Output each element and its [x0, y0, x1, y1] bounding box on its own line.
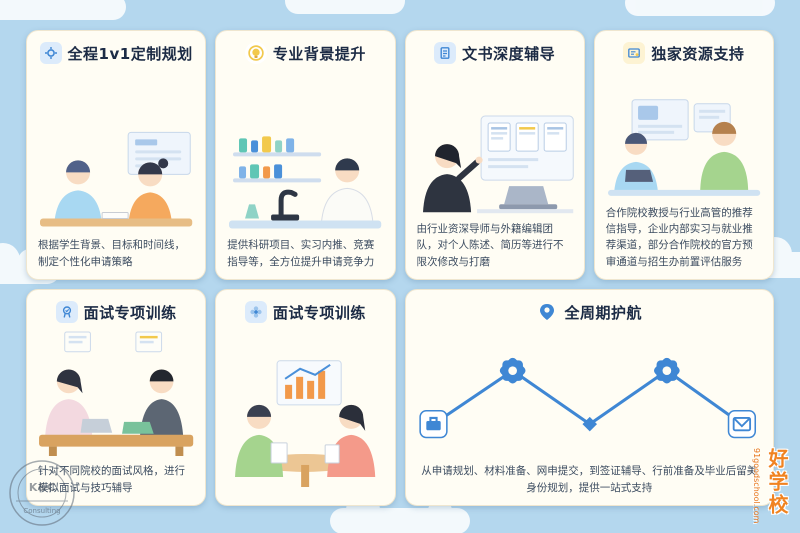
- flower-icon: [244, 301, 267, 323]
- illustration-table-discussion: [225, 328, 385, 489]
- bulb-icon: [244, 42, 267, 64]
- cloud-decoration: [0, 0, 126, 20]
- card-header: 全程1v1定制规划: [36, 42, 196, 64]
- card-title: 面试专项训练: [272, 303, 366, 322]
- illustration-journey-timeline: [415, 328, 765, 456]
- illustration-mock-interview: [36, 328, 196, 457]
- medal-icon: [55, 301, 78, 323]
- site-watermark: 91goodschool.com 好学校: [752, 448, 792, 523]
- card-full-cycle: 全周期护航: [404, 289, 774, 506]
- card-header: 专业背景提升: [225, 42, 385, 64]
- card-description: 合作院校教授与行业高管的推荐信指导，企业内部实习与就业推荐渠道，部分合作院校的官…: [605, 206, 753, 268]
- cloud-decoration: [285, 0, 405, 14]
- card-grid: 全程1v1定制规划: [26, 30, 774, 506]
- site-watermark-name: 好学校: [765, 447, 789, 517]
- card-header: 面试专项训练: [36, 301, 196, 323]
- card-description: 针对不同院校的面试风格，进行模拟面试与技巧辅导: [38, 465, 185, 494]
- card-title: 全程1v1定制规划: [67, 44, 193, 63]
- document-person-icon: [434, 42, 457, 64]
- illustration-essay-presentation: [415, 69, 575, 214]
- illustration-lab-research: [225, 69, 385, 230]
- site-watermark-url: 91goodschool.com: [752, 447, 761, 523]
- certificate-icon: [623, 42, 646, 64]
- envelope-icon: [727, 409, 756, 439]
- card-interview-training-1: 面试专项训练: [26, 289, 207, 506]
- gear-icon: [653, 357, 680, 384]
- location-pin-icon: [536, 301, 558, 323]
- head-gear-icon: [39, 42, 62, 64]
- card-title: 文书深度辅导: [462, 44, 556, 63]
- illustration-students-planning: [36, 69, 196, 230]
- card-description: 由行业资深导师与外籍编辑团队，对个人陈述、简历等进行不限次修改与打磨: [416, 223, 564, 268]
- briefcase-icon: [418, 409, 448, 439]
- svg-text:Consulting: Consulting: [23, 507, 60, 515]
- card-header: 文书深度辅导: [415, 42, 575, 64]
- svg-text:K&C: K&C: [29, 481, 55, 494]
- card-header: 全周期护航: [415, 301, 765, 323]
- card-title: 专业背景提升: [272, 44, 366, 63]
- card-title: 面试专项训练: [83, 303, 177, 322]
- card-description: 提供科研项目、实习内推、竞赛指导等，全方位提升申请竞争力: [227, 239, 375, 268]
- card-background-boost: 专业背景提升: [215, 30, 396, 280]
- card-title: 全周期护航: [564, 303, 642, 322]
- card-header: 独家资源支持: [604, 42, 764, 64]
- card-exclusive-resources: 独家资源支持: [593, 30, 774, 280]
- card-interview-training-2: 面试专项训练: [215, 289, 396, 506]
- card-description: 从申请规划、材料准备、网申提交，到签证辅导、行前准备及毕业后留美身份规划，提供一…: [421, 465, 758, 494]
- kc-consulting-logo: K&C Consulting: [9, 460, 75, 526]
- cloud-decoration: [330, 493, 470, 533]
- card-title: 独家资源支持: [651, 44, 745, 63]
- card-description: 根据学生背景、目标和时间线，制定个性化申请策略: [38, 239, 185, 268]
- card-essay-coaching: 文书深度辅导: [404, 30, 585, 280]
- illustration-resource-support: [604, 69, 764, 198]
- cloud-decoration: [625, 0, 775, 16]
- card-planning: 全程1v1定制规划: [26, 30, 207, 280]
- gear-icon: [499, 357, 525, 384]
- card-header: 面试专项训练: [225, 301, 385, 323]
